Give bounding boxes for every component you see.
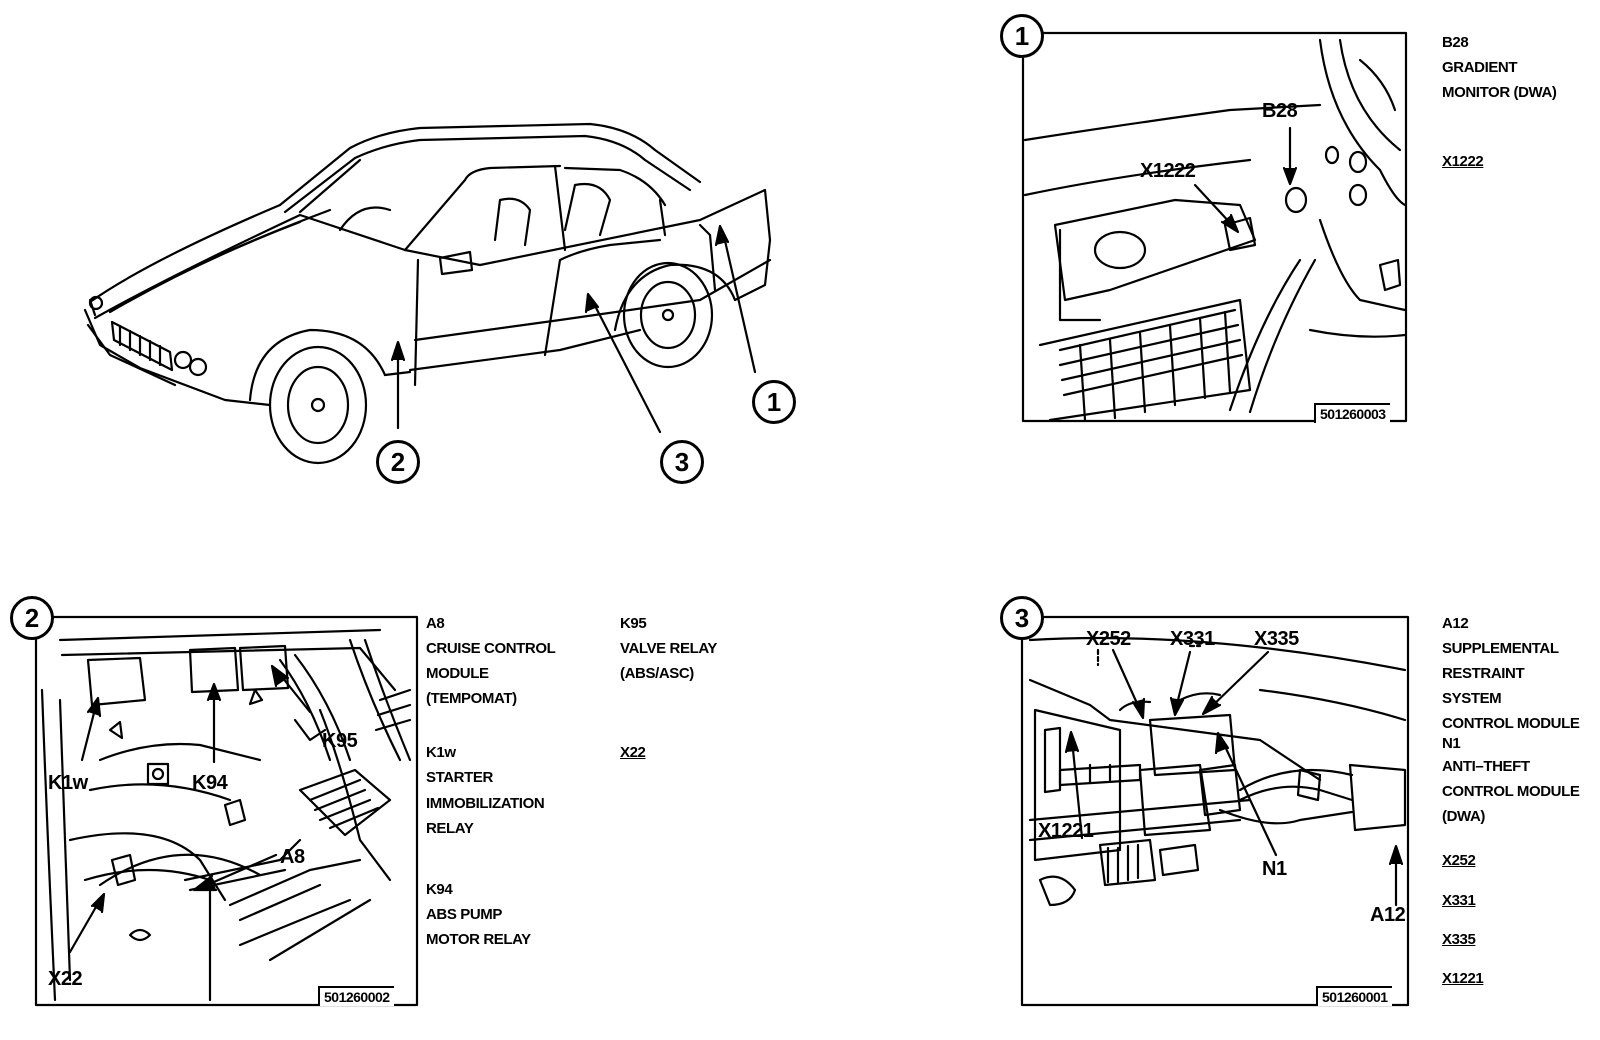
legend-a12-line3: SYSTEM (1442, 690, 1502, 707)
panel-2-drawing (34, 615, 419, 1007)
legend-a12-line4: CONTROL MODULE (1442, 715, 1580, 732)
legend-b28-line1: GRADIENT (1442, 59, 1518, 76)
legend-n1-code: N1 (1442, 735, 1461, 752)
legend-a8-line3: (TEMPOMAT) (426, 690, 517, 707)
legend-b28-code: B28 (1442, 34, 1469, 51)
callout-k94: K94 (192, 772, 228, 794)
panel-3-drawing (1020, 615, 1410, 1007)
legend-a12-line2: RESTRAINT (1442, 665, 1525, 682)
legend-x1221: X1221 (1442, 970, 1484, 987)
panel-1-drawing (1021, 31, 1408, 423)
legend-x331: X331 (1442, 892, 1476, 909)
panel-1-number: 1 (1000, 14, 1044, 58)
panel-3-image-code: 501260001 (1316, 986, 1392, 1006)
panel-3-number: 3 (1000, 596, 1044, 640)
callout-a12: A12 (1370, 904, 1406, 926)
callout-x1222: X1222 (1140, 160, 1196, 182)
legend-x252: X252 (1442, 852, 1476, 869)
overview-callout-2: 2 (376, 440, 420, 484)
legend-k1w-line2: IMMOBILIZATION (426, 795, 545, 812)
legend-a12-code: A12 (1442, 615, 1469, 632)
car-illustration (83, 122, 772, 465)
callout-b28: B28 (1262, 100, 1298, 122)
legend-n1-line3: (DWA) (1442, 808, 1485, 825)
legend-k95-code: K95 (620, 615, 647, 632)
legend-k95-line2: (ABS/ASC) (620, 665, 694, 682)
callout-n1: N1 (1262, 858, 1287, 880)
callout-x22: X22 (48, 968, 83, 990)
callout-k95: K95 (322, 730, 358, 752)
overview-callout-1: 1 (752, 380, 796, 424)
legend-k1w-line1: STARTER (426, 769, 493, 786)
panel-2-number: 2 (10, 596, 54, 640)
legend-k94-line2: MOTOR RELAY (426, 931, 531, 948)
callout-x1221: X1221 (1038, 820, 1094, 842)
legend-x1222: X1222 (1442, 153, 1484, 170)
legend-a8-line2: MODULE (426, 665, 489, 682)
legend-k95-line1: VALVE RELAY (620, 640, 718, 657)
legend-n1-line2: CONTROL MODULE (1442, 783, 1580, 800)
overview-callout-3: 3 (660, 440, 704, 484)
legend-a8-code: A8 (426, 615, 445, 632)
callout-k1w: K1w (48, 772, 88, 794)
callout-a8: A8 (280, 846, 305, 868)
panel-1-image-code: 501260003 (1314, 403, 1390, 423)
legend-k94-line1: ABS PUMP (426, 906, 502, 923)
callout-x331: X331 (1170, 628, 1215, 650)
legend-k1w-code: K1w (426, 744, 456, 761)
legend-n1-line1: ANTI–THEFT (1442, 758, 1530, 775)
legend-b28-line2: MONITOR (DWA) (1442, 84, 1557, 101)
legend-k94-code: K94 (426, 881, 453, 898)
legend-a8-line1: CRUISE CONTROL (426, 640, 556, 657)
legend-x335: X335 (1442, 931, 1476, 948)
legend-k1w-line3: RELAY (426, 820, 474, 837)
panel-2-image-code: 501260002 (318, 986, 394, 1006)
legend-x22: X22 (620, 744, 646, 761)
callout-x252: X252 (1086, 628, 1131, 650)
legend-a12-line1: SUPPLEMENTAL (1442, 640, 1559, 657)
callout-x335: X335 (1254, 628, 1299, 650)
